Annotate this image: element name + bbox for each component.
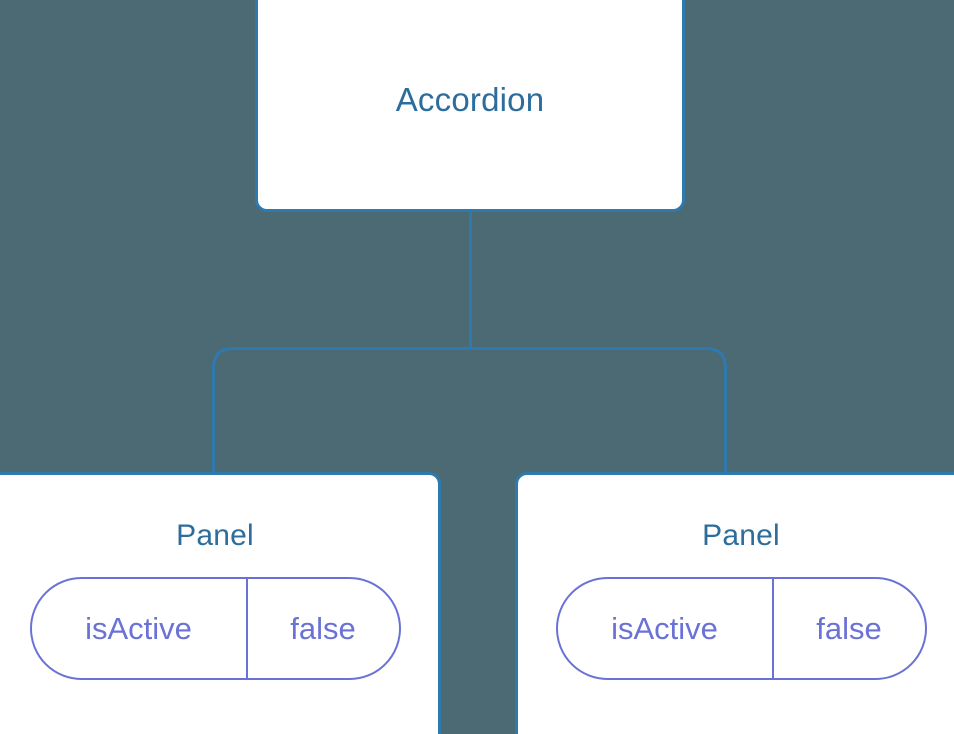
node-panel-0[interactable]: Panel isActive false <box>0 472 441 734</box>
node-panel-0-prop-value: false <box>245 579 399 678</box>
node-panel-0-prop-pill[interactable]: isActive false <box>29 577 401 680</box>
connector-branch-right <box>470 347 727 474</box>
node-panel-1-title: Panel <box>702 519 780 552</box>
node-panel-0-prop-key: isActive <box>85 611 192 646</box>
node-panel-1-prop-pill[interactable]: isActive false <box>555 577 927 680</box>
node-panel-0-title: Panel <box>176 519 254 552</box>
node-panel-1[interactable]: Panel isActive false <box>515 472 954 734</box>
connector-branch-left <box>212 347 471 474</box>
node-accordion-title: Accordion <box>395 80 545 118</box>
node-panel-1-prop-key: isActive <box>611 611 718 646</box>
node-accordion[interactable]: Accordion <box>255 0 685 212</box>
node-panel-1-prop-value: false <box>771 579 925 678</box>
